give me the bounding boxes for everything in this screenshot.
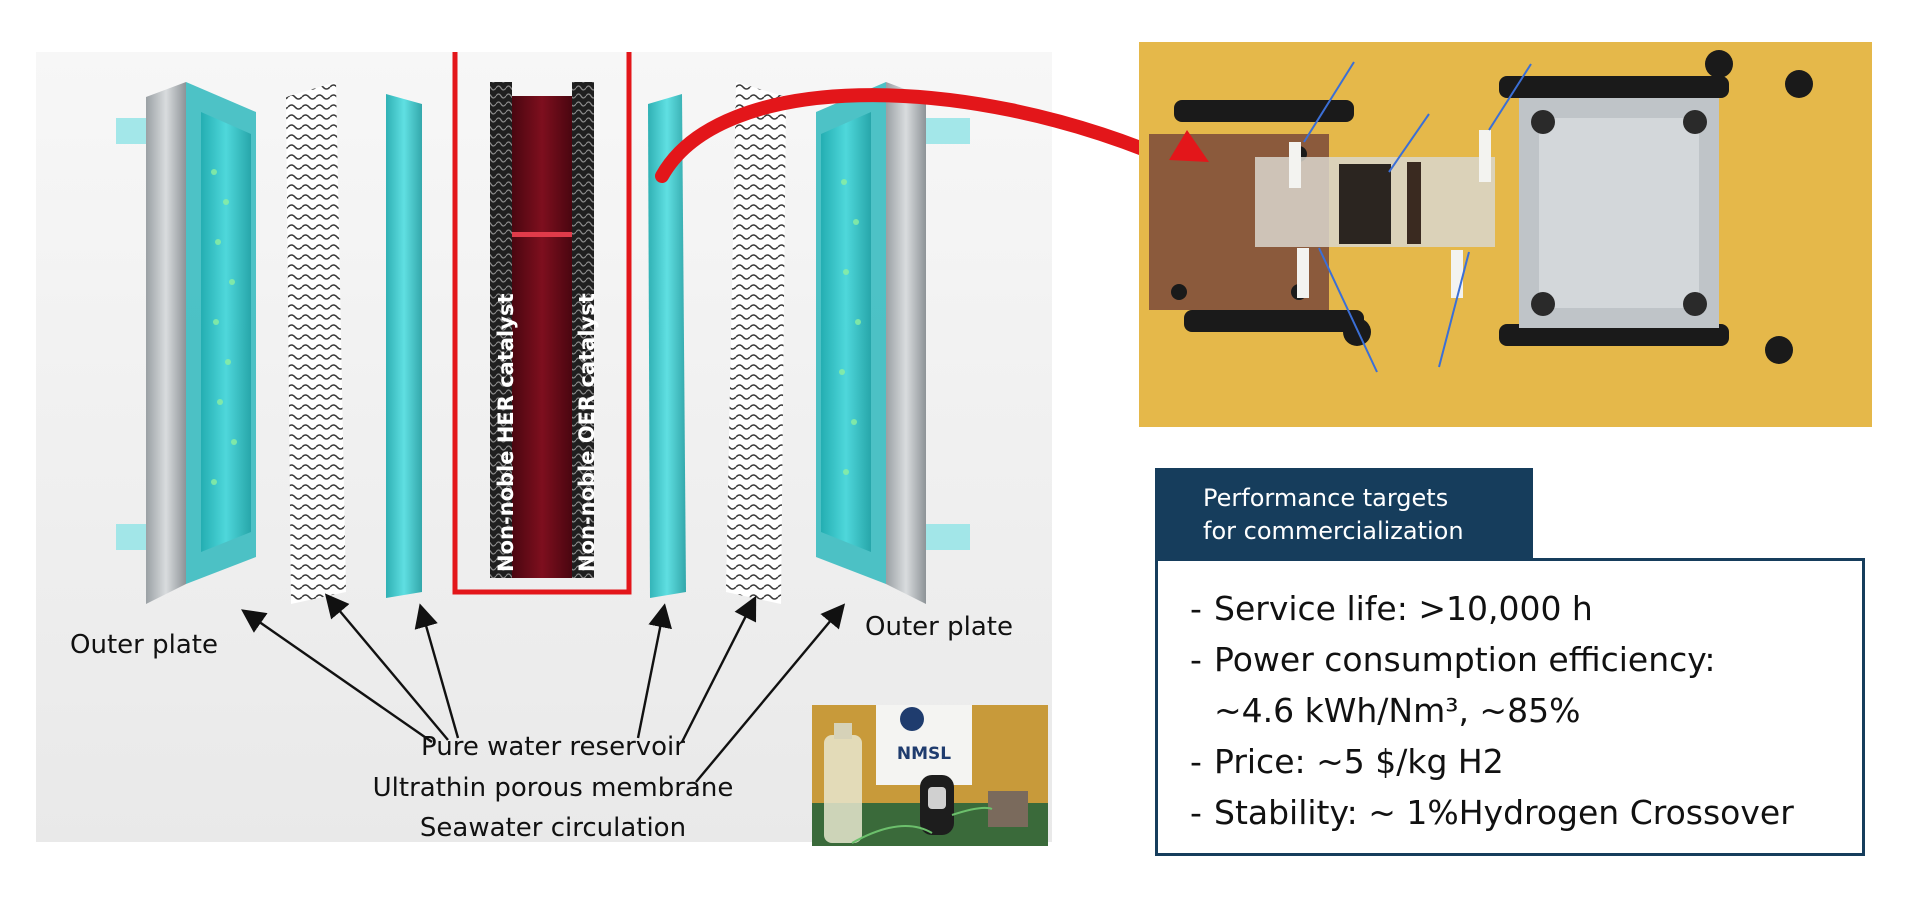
right-outer-plate: [816, 82, 926, 604]
pure-water-reservoir-label: Pure water reservoir: [421, 732, 685, 762]
oer-catalyst-label: Non-noble OER catalyst: [575, 293, 599, 572]
target-power-efficiency-values: ~4.6 kWh/Nm³, ~85%: [1214, 691, 1581, 730]
performance-header-line-2: for commercialization: [1203, 517, 1464, 545]
target-price: -Price: ~5 $/kg H2: [1190, 742, 1504, 781]
her-catalyst-label: Non-noble HER catalyst: [494, 294, 518, 573]
catalyst-assembly: [490, 82, 594, 578]
target-stability: -Stability: ~ 1%Hydrogen Crossover: [1190, 793, 1794, 832]
exploded-electrolyzer-illustration: Non-noble HER catalyst Non-noble OER cat…: [36, 52, 1052, 842]
right-pure-water-reservoir: [648, 94, 686, 598]
target-service-life: -Service life: >10,000 h: [1190, 589, 1593, 628]
electrolyzer-cell-photo: [1139, 42, 1872, 427]
performance-header-line-1: Performance targets: [1203, 484, 1449, 512]
performance-targets-header: Performance targets for commercializatio…: [1155, 468, 1533, 560]
performance-target-list: -Service life: >10,000 h -Power consumpt…: [1190, 583, 1862, 838]
right-pipes: [926, 118, 970, 550]
test-setup-photo: NMSL: [812, 705, 1048, 846]
performance-targets-box: -Service life: >10,000 h -Power consumpt…: [1155, 558, 1865, 856]
connection-arrow: [655, 88, 1208, 192]
target-power-efficiency: -Power consumption efficiency:: [1190, 640, 1716, 679]
seawater-circulation-label: Seawater circulation: [419, 813, 687, 843]
pointer-arrows: [241, 593, 846, 783]
catalyst-highlight-box: [452, 52, 632, 595]
nmsl-logo-text: NMSL: [897, 744, 951, 764]
outer-plate-left-label: Outer plate: [70, 630, 218, 660]
left-pure-water-reservoir: [386, 94, 422, 598]
right-membrane-mesh: [726, 82, 786, 604]
left-membrane-mesh: [286, 82, 346, 604]
nmsl-logo-icon: [900, 707, 924, 731]
ultrathin-porous-membrane-label: Ultrathin porous membrane: [372, 773, 734, 803]
outer-plate-right-label: Outer plate: [865, 612, 1013, 642]
left-outer-plate: [146, 82, 256, 604]
